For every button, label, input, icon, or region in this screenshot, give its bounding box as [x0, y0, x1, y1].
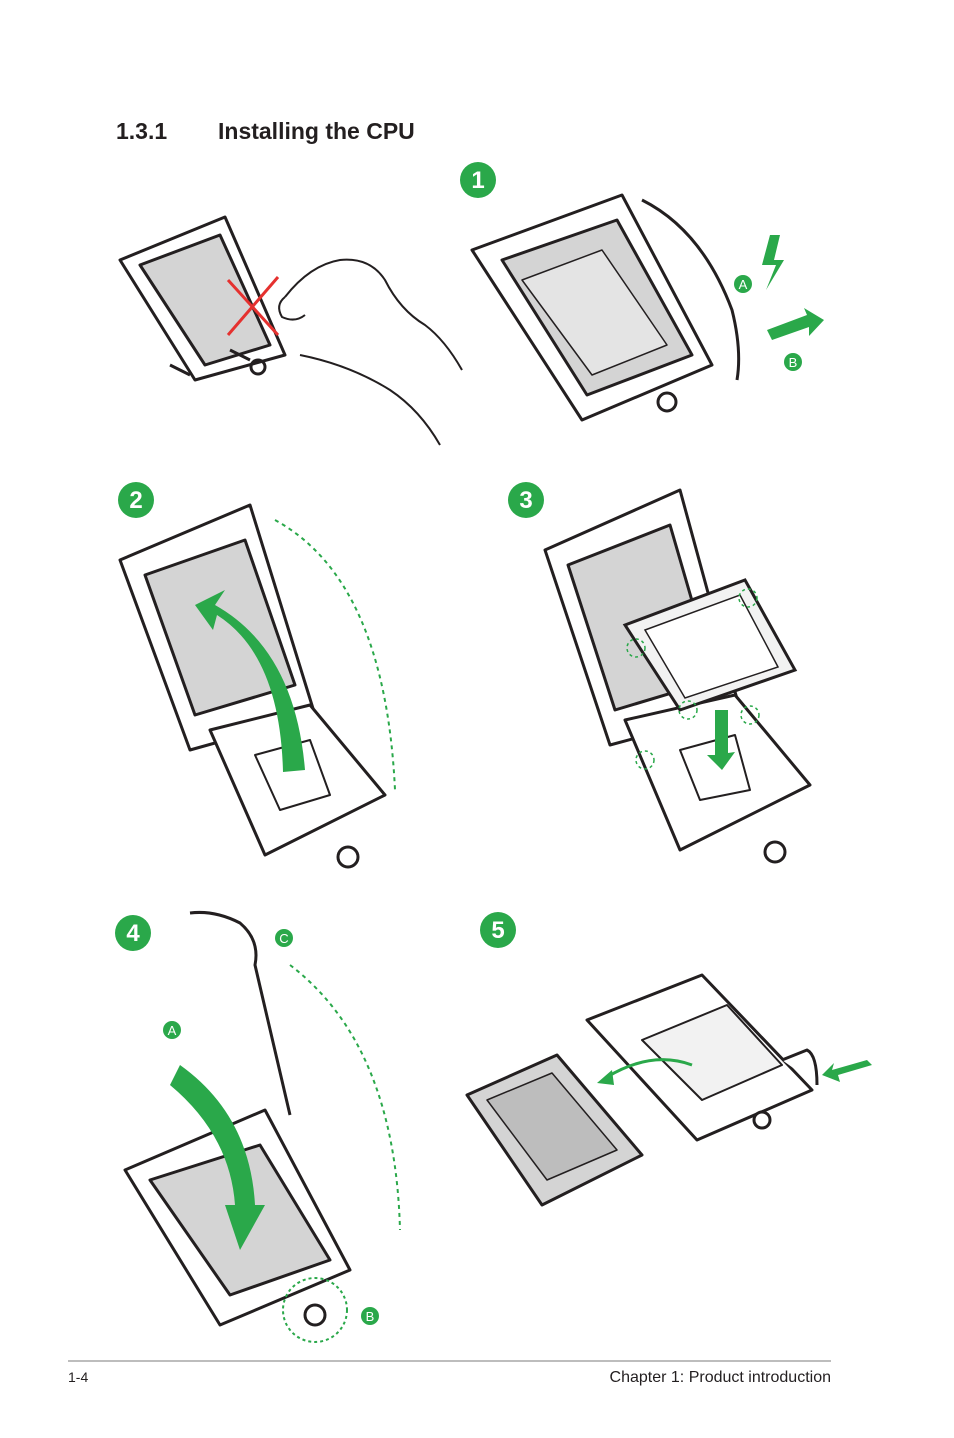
down-arrow-icon	[707, 710, 735, 770]
warning-illustration	[118, 215, 463, 446]
step-5-illustration	[465, 973, 872, 1207]
step-4-callout-b: B	[366, 1309, 375, 1324]
section-number: 1.3.1	[116, 118, 168, 144]
footer-rule	[68, 1360, 831, 1362]
step-5-label: 5	[491, 917, 504, 944]
curved-arrow-icon	[606, 1058, 693, 1079]
step-3-badge: 3	[508, 482, 544, 518]
step-2-illustration	[118, 503, 396, 869]
step-1-callout-a: A	[739, 277, 748, 292]
step-1-label: 1	[471, 167, 484, 194]
step-4-callout-c: C	[279, 931, 288, 946]
removed-cover	[465, 1053, 644, 1207]
step-4-label: 4	[126, 920, 140, 947]
hand-drawing	[278, 258, 463, 446]
step-1-illustration: A B	[470, 193, 824, 422]
arrow-a-up-icon	[762, 235, 784, 290]
step-5-badge: 5	[480, 912, 516, 948]
down-curve-arrow-icon	[170, 1065, 265, 1250]
step-2-badge: 2	[118, 482, 154, 518]
step-2-label: 2	[129, 487, 142, 514]
red-x-mark	[226, 276, 280, 337]
step-1-badge: 1	[460, 162, 496, 198]
step-4-illustration: A B C	[123, 911, 401, 1343]
section-heading: 1.3.1 Installing the CPU	[116, 118, 415, 145]
arc-arrow-icon	[195, 590, 305, 772]
step-3-label: 3	[519, 487, 532, 514]
page-number: 1-4	[68, 1369, 89, 1385]
step-4-callout-a: A	[168, 1023, 177, 1038]
socket-closed-with-cpu	[585, 973, 819, 1142]
step-4-badge: 4	[115, 915, 151, 951]
step-1-callout-b: B	[789, 355, 798, 370]
push-arrow-icon	[822, 1060, 872, 1082]
arrow-b-out-icon	[767, 308, 824, 340]
socket-closed	[118, 215, 287, 382]
cpu-chip	[622, 578, 798, 712]
step-3-illustration	[543, 488, 812, 864]
section-title: Installing the CPU	[218, 118, 415, 144]
chapter-title: Chapter 1: Product introduction	[609, 1369, 831, 1386]
